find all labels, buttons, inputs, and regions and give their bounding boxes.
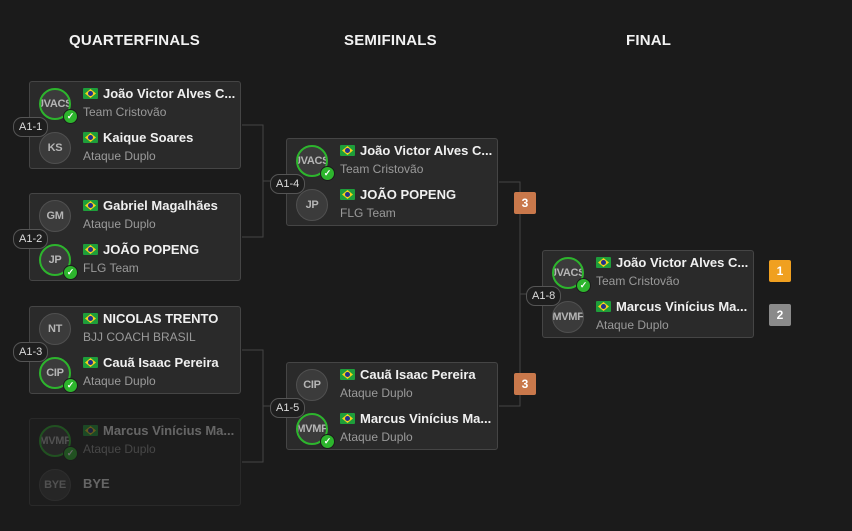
competitor-name: JOÃO POPENG	[103, 242, 200, 257]
match-label: A1-2	[13, 229, 49, 249]
brazil-flag-icon	[340, 369, 355, 380]
silver-place-badge: 2	[769, 304, 791, 326]
round-title-quarterfinals: QUARTERFINALS	[69, 32, 200, 49]
brazil-flag-icon	[596, 301, 611, 312]
winner-check-icon: ✓	[63, 109, 78, 124]
brazil-flag-icon	[83, 200, 98, 211]
competitor-slot[interactable]: JVACS ✓ João Victor Alves C... Team Cris…	[287, 139, 497, 183]
competitor-team: Ataque Duplo	[340, 386, 413, 400]
competitor-team: Team Cristovão	[596, 274, 680, 288]
winner-check-icon: ✓	[320, 166, 335, 181]
competitor-slot[interactable]: JVACS ✓ João Victor Alves C... Team Cris…	[30, 82, 240, 126]
competitor-name: Marcus Vinícius Ma...	[616, 299, 748, 314]
winner-check-icon: ✓	[63, 378, 78, 393]
competitor-slot: MVMF ✓ Marcus Vinícius Ma... Ataque Dupl…	[30, 419, 240, 463]
competitor-team: BJJ COACH BRASIL	[83, 330, 196, 344]
match-a1-2[interactable]: A1-2 GM Gabriel Magalhães Ataque Duplo J…	[13, 193, 241, 282]
competitor-slot[interactable]: JP JOÃO POPENG FLG Team	[287, 183, 497, 227]
avatar: KS	[39, 132, 71, 164]
avatar: BYE	[39, 469, 71, 501]
competitor-name: Marcus Vinícius Ma...	[360, 411, 492, 426]
competitor-team: Ataque Duplo	[596, 318, 669, 332]
match-label: A1-4	[270, 174, 306, 194]
competitor-team: Ataque Duplo	[83, 217, 156, 231]
brazil-flag-icon	[340, 145, 355, 156]
competitor-slot[interactable]: JP ✓ JOÃO POPENG FLG Team	[30, 238, 240, 282]
brazil-flag-icon	[83, 425, 98, 436]
competitor-name: Kaique Soares	[103, 130, 194, 145]
competitor-slot[interactable]: MVMF Marcus Vinícius Ma... Ataque Duplo	[543, 295, 753, 339]
brazil-flag-icon	[83, 132, 98, 143]
match-label: A1-5	[270, 398, 306, 418]
match-a1-5[interactable]: A1-5 CIP Cauã Isaac Pereira Ataque Duplo…	[270, 362, 498, 451]
match-label: A1-3	[13, 342, 49, 362]
competitor-team: Team Cristovão	[83, 105, 167, 119]
round-title-final: FINAL	[626, 32, 672, 49]
brazil-flag-icon	[596, 257, 611, 268]
competitor-team: Ataque Duplo	[83, 149, 156, 163]
winner-check-icon: ✓	[63, 265, 78, 280]
avatar: JVACS	[296, 145, 328, 177]
match-a1-1[interactable]: A1-1 JVACS ✓ João Victor Alves C... Team…	[13, 81, 241, 170]
connector-q1-q2	[242, 124, 264, 238]
competitor-name: Marcus Vinícius Ma...	[103, 423, 235, 438]
winner-check-icon: ✓	[63, 446, 78, 461]
competitor-slot[interactable]: CIP ✓ Cauã Isaac Pereira Ataque Duplo	[30, 351, 240, 395]
brazil-flag-icon	[83, 357, 98, 368]
competitor-name: NICOLAS TRENTO	[103, 311, 219, 326]
match-bye: MVMF ✓ Marcus Vinícius Ma... Ataque Dupl…	[29, 418, 241, 506]
competitor-slot[interactable]: MVMF ✓ Marcus Vinícius Ma... Ataque Dupl…	[287, 407, 497, 451]
match-a1-3[interactable]: A1-3 NT NICOLAS TRENTO BJJ COACH BRASIL …	[13, 306, 241, 395]
avatar: NT	[39, 313, 71, 345]
connector-q3-q4	[242, 349, 264, 463]
match-a1-8[interactable]: A1-8 JVACS ✓ João Victor Alves C... Team…	[526, 250, 754, 339]
competitor-name: Cauã Isaac Pereira	[360, 367, 476, 382]
brazil-flag-icon	[83, 244, 98, 255]
brazil-flag-icon	[83, 88, 98, 99]
avatar: CIP	[296, 369, 328, 401]
match-label: A1-8	[526, 286, 562, 306]
brazil-flag-icon	[340, 189, 355, 200]
avatar: MVMF	[552, 301, 584, 333]
winner-check-icon: ✓	[576, 278, 591, 293]
bye-slot: BYE BYE	[30, 463, 240, 507]
round-title-semifinals: SEMIFINALS	[344, 32, 437, 49]
match-a1-4[interactable]: A1-4 JVACS ✓ João Victor Alves C... Team…	[270, 138, 498, 227]
competitor-slot[interactable]: JVACS ✓ João Victor Alves C... Team Cris…	[543, 251, 753, 295]
gold-place-badge: 1	[769, 260, 791, 282]
competitor-team: FLG Team	[340, 206, 396, 220]
competitor-name: JOÃO POPENG	[360, 187, 457, 202]
match-label: A1-1	[13, 117, 49, 137]
brazil-flag-icon	[340, 413, 355, 424]
competitor-slot[interactable]: KS Kaique Soares Ataque Duplo	[30, 126, 240, 170]
competitor-slot[interactable]: CIP Cauã Isaac Pereira Ataque Duplo	[287, 363, 497, 407]
competitor-team: Ataque Duplo	[340, 430, 413, 444]
competitor-team: Team Cristovão	[340, 162, 424, 176]
competitor-slot[interactable]: GM Gabriel Magalhães Ataque Duplo	[30, 194, 240, 238]
avatar: GM	[39, 200, 71, 232]
brazil-flag-icon	[83, 313, 98, 324]
competitor-name: João Victor Alves C...	[616, 255, 749, 270]
winner-check-icon: ✓	[320, 434, 335, 449]
competitor-name: João Victor Alves C...	[103, 86, 236, 101]
competitor-name: Gabriel Magalhães	[103, 198, 218, 213]
avatar: JP	[296, 189, 328, 221]
avatar: MVMF	[296, 413, 328, 445]
competitor-team: FLG Team	[83, 261, 139, 275]
competitor-name: Cauã Isaac Pereira	[103, 355, 219, 370]
bye-label: BYE	[83, 476, 110, 491]
competitor-slot[interactable]: NT NICOLAS TRENTO BJJ COACH BRASIL	[30, 307, 240, 351]
competitor-team: Ataque Duplo	[83, 442, 156, 456]
competitor-team: Ataque Duplo	[83, 374, 156, 388]
place-badge: 3	[514, 192, 536, 214]
place-badge: 3	[514, 373, 536, 395]
competitor-name: João Victor Alves C...	[360, 143, 493, 158]
